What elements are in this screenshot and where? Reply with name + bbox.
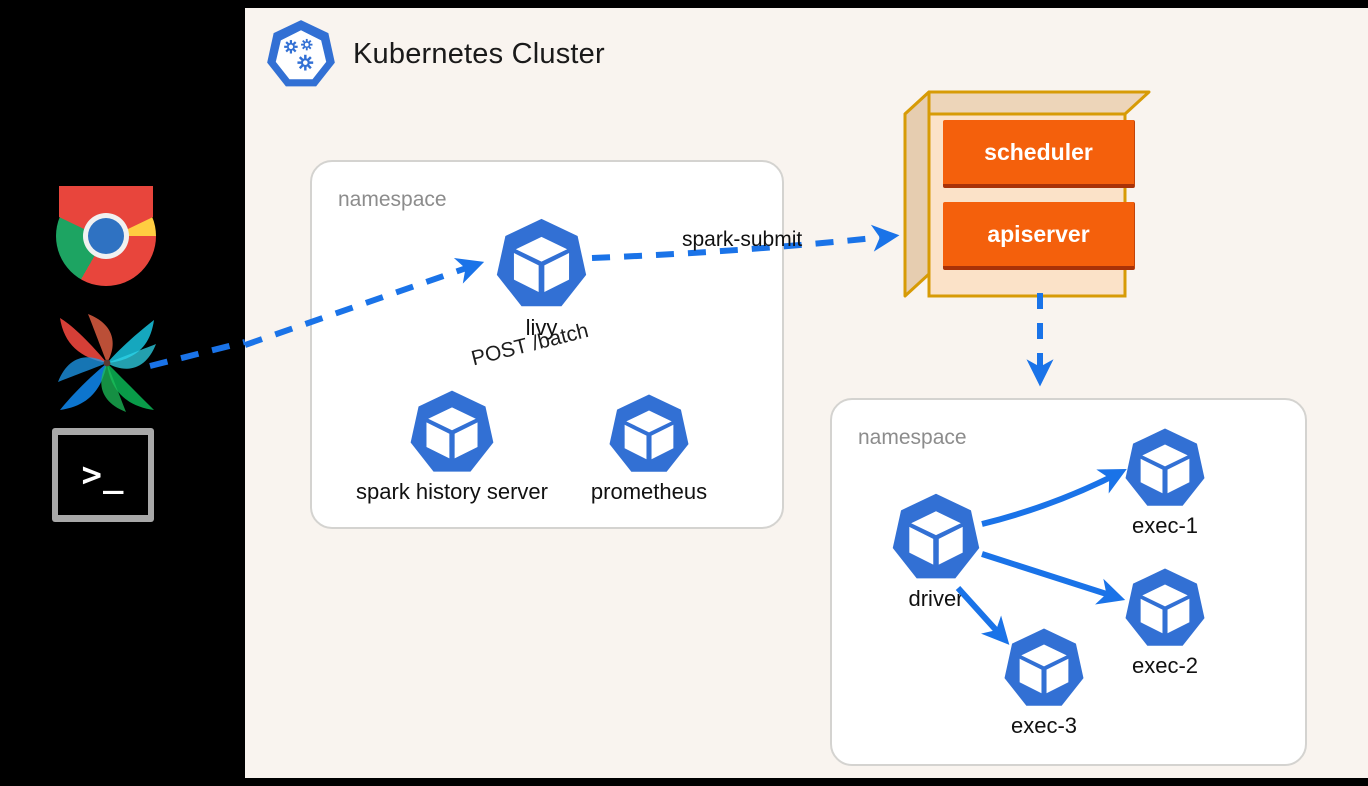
pod-prometheus[interactable]: prometheus [591,392,707,504]
namespace-label-right: namespace [858,426,967,449]
pod-label-prometheus: prometheus [590,479,708,504]
pod-label-livy: livy [525,315,558,340]
kubernetes-pod-icon [1123,426,1207,510]
airflow-pinwheel-glyph [58,314,156,412]
diagram-canvas: Kubernetes Cluster namespace livy spark … [245,8,1368,778]
pod-livy[interactable]: livy [494,216,589,340]
cluster-header: Kubernetes Cluster [265,18,605,90]
kubernetes-pod-icon [408,388,496,476]
kubernetes-pod-icon [607,392,691,476]
component-apiserver[interactable]: apiserver [943,202,1135,270]
control-plane-box[interactable]: scheduler apiserver [903,88,1151,300]
pod-exec-1[interactable]: exec-1 [1123,426,1207,538]
desktop-dock: >_ [0,0,245,786]
pod-exec-2[interactable]: exec-2 [1123,566,1207,678]
component-scheduler[interactable]: scheduler [943,120,1135,188]
terminal-icon[interactable]: >_ [52,428,154,522]
page-title: Kubernetes Cluster [353,37,605,70]
pod-spark-history-server[interactable]: spark history server [356,388,548,504]
pod-exec-3[interactable]: exec-3 [1002,626,1086,738]
pod-label-exec-2: exec-2 [1131,653,1199,678]
control-plane-components: scheduler apiserver [943,120,1135,284]
airflow-icon[interactable] [52,308,162,418]
terminal-prompt: >_ [81,455,125,495]
kubernetes-pod-icon [494,216,589,311]
pod-label-exec-3: exec-3 [1010,713,1078,738]
pod-label-spark-history-server: spark history server [356,479,548,504]
namespace-label-left: namespace [338,188,447,211]
kubernetes-pod-icon [890,491,982,583]
pod-label-exec-1: exec-1 [1131,513,1199,538]
kubernetes-pod-icon [1002,626,1086,710]
terminal-screen [58,435,148,515]
chrome-icon[interactable] [56,186,156,286]
kubernetes-pod-icon [1123,566,1207,650]
edge-label-spark-submit: spark-submit [682,228,803,251]
pod-driver[interactable]: driver [890,491,982,611]
pod-label-driver: driver [908,586,964,611]
kubernetes-logo-icon [265,18,337,90]
chrome-center [88,218,124,254]
